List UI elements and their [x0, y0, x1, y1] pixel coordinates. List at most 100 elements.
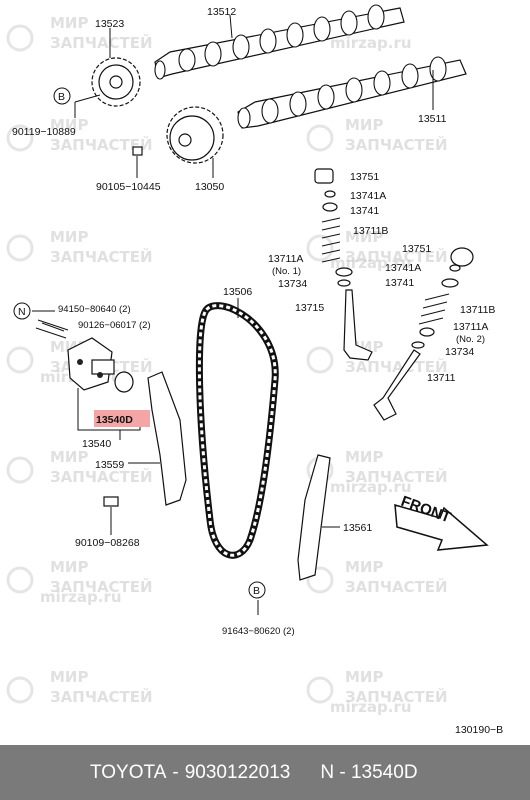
part-label-13715[interactable]: 13715 — [295, 302, 324, 314]
part-label-13711a-no2[interactable]: 13711A — [453, 321, 488, 333]
reference-mark-b-icon: B — [248, 581, 266, 599]
watermark-text: МИР — [50, 558, 88, 576]
diagram-reference: N - 13540D — [320, 761, 418, 783]
part-label-13540[interactable]: 13540 — [82, 438, 111, 450]
reference-mark-b-icon: B — [53, 87, 71, 105]
part-label-13511[interactable]: 13511 — [418, 113, 447, 125]
part-label-13751[interactable]: 13751 — [402, 243, 431, 255]
reference-mark-n-icon: N — [13, 302, 31, 320]
watermark-text: mirzap.ru — [330, 34, 412, 52]
watermark-text: ЗАПЧАСТЕЙ — [50, 687, 153, 706]
footer-bar: TOYOTA - 9030122013 N - 13540D — [0, 745, 530, 800]
part-label-13050[interactable]: 13050 — [195, 181, 224, 193]
chain-vibration-damper-drawing — [257, 454, 340, 615]
bolt-90105-drawing — [132, 146, 143, 178]
watermark-text: mirzap.ru — [40, 588, 122, 606]
chain-tensioner-drawing — [67, 337, 141, 440]
watermark-text: mirzap.ru — [330, 254, 412, 272]
part-label-13711a-no1[interactable]: 13711A — [268, 253, 303, 265]
watermark-text: mirzap.ru — [330, 478, 412, 496]
watermark-text: mirzap.ru — [330, 698, 412, 716]
watermark-text: МИР — [50, 14, 88, 32]
watermark-text: ЗАПЧАСТЕЙ — [50, 467, 153, 486]
bolt-90109-drawing — [103, 496, 119, 535]
mark-n-text: N — [18, 306, 26, 318]
valve-train-exhaust-drawing — [314, 168, 373, 361]
part-label-13741[interactable]: 13741 — [350, 205, 379, 217]
watermark-text: ЗАПЧАСТЕЙ — [345, 135, 448, 154]
watermark-text: ЗАПЧАСТЕЙ — [50, 247, 153, 266]
watermark-text: ЗАПЧАСТЕЙ — [345, 467, 448, 486]
watermark-text: МИР — [345, 116, 383, 134]
brand-label: TOYOTA — [90, 761, 167, 783]
brand-separator: - — [172, 761, 179, 783]
part-label-94150-80640[interactable]: 94150−80640 (2) — [58, 304, 131, 315]
valve-train-intake-drawing — [373, 247, 474, 421]
watermark-text: МИР — [50, 116, 88, 134]
watermark-text: ЗАПЧАСТЕЙ — [345, 357, 448, 376]
watermark-text: ЗАПЧАСТЕЙ — [50, 577, 153, 596]
part-label-13711a-no2-qualifier: (No. 2) — [456, 334, 485, 345]
part-number: 9030122013 — [184, 761, 291, 783]
watermark-text: ЗАПЧАСТЕЙ — [345, 247, 448, 266]
watermark-text: МИР — [50, 668, 88, 686]
watermark-text: МИР — [50, 448, 88, 466]
chain-tensioner-slipper-drawing — [128, 371, 187, 506]
mark-b-text: B — [58, 91, 65, 103]
vvt-gear-assembly-drawing — [166, 106, 224, 178]
part-label-13540d-highlighted[interactable]: 13540D — [96, 414, 133, 426]
part-label-91643-80620[interactable]: 91643−80620 (2) — [222, 626, 295, 637]
part-label-90119-10889[interactable]: 90119−10889 — [12, 126, 76, 138]
part-label-13561[interactable]: 13561 — [343, 522, 372, 534]
part-label-90105-10445[interactable]: 90105−10445 — [96, 181, 161, 193]
part-labels: 13523 13512 90119−10889 13511 90105−1044… — [12, 6, 503, 736]
exhaust-camshaft-drawing — [154, 4, 405, 80]
watermark-text: МИР — [50, 228, 88, 246]
watermark-text: ЗАПЧАСТЕЙ — [50, 33, 153, 52]
part-label-13741a[interactable]: 13741A — [385, 262, 421, 274]
part-label-13751[interactable]: 13751 — [350, 171, 379, 183]
part-label-13741[interactable]: 13741 — [385, 277, 414, 289]
highlight-box — [94, 410, 150, 427]
part-label-13523[interactable]: 13523 — [95, 18, 124, 30]
figure-number: 130190−B — [455, 724, 503, 736]
part-label-13711b[interactable]: 13711B — [353, 225, 388, 237]
tensioner-bolts-drawing — [32, 310, 69, 339]
intake-camshaft-drawing — [237, 56, 467, 129]
part-label-13512[interactable]: 13512 — [207, 6, 236, 18]
part-label-13741a[interactable]: 13741A — [350, 190, 386, 202]
part-label-13711b[interactable]: 13711B — [460, 304, 495, 316]
mark-b-text: B — [253, 585, 260, 597]
part-label-13711[interactable]: 13711 — [427, 372, 456, 384]
watermark-text: МИР — [345, 558, 383, 576]
watermark-text: ЗАПЧАСТЕЙ — [345, 687, 448, 706]
watermark-text: МИР — [345, 228, 383, 246]
watermark-text: ЗАПЧАСТЕЙ — [345, 577, 448, 596]
part-label-13734[interactable]: 13734 — [445, 346, 474, 358]
timing-chain-drawing — [195, 298, 279, 559]
part-label-13506[interactable]: 13506 — [223, 286, 252, 298]
part-label-13711a-no1-qualifier: (No. 1) — [272, 266, 301, 277]
part-label-13734[interactable]: 13734 — [278, 278, 307, 290]
watermark-text: ЗАПЧАСТЕЙ — [50, 135, 153, 154]
part-label-13559[interactable]: 13559 — [95, 459, 124, 471]
front-direction-arrow: FRONT — [394, 493, 489, 551]
part-label-90109-08268[interactable]: 90109−08268 — [75, 537, 140, 549]
watermark-text: МИР — [345, 448, 383, 466]
watermark-text: МИР — [345, 668, 383, 686]
part-label-90126-06017[interactable]: 90126−06017 (2) — [78, 320, 151, 331]
camshaft-sprocket-drawing — [91, 28, 141, 107]
